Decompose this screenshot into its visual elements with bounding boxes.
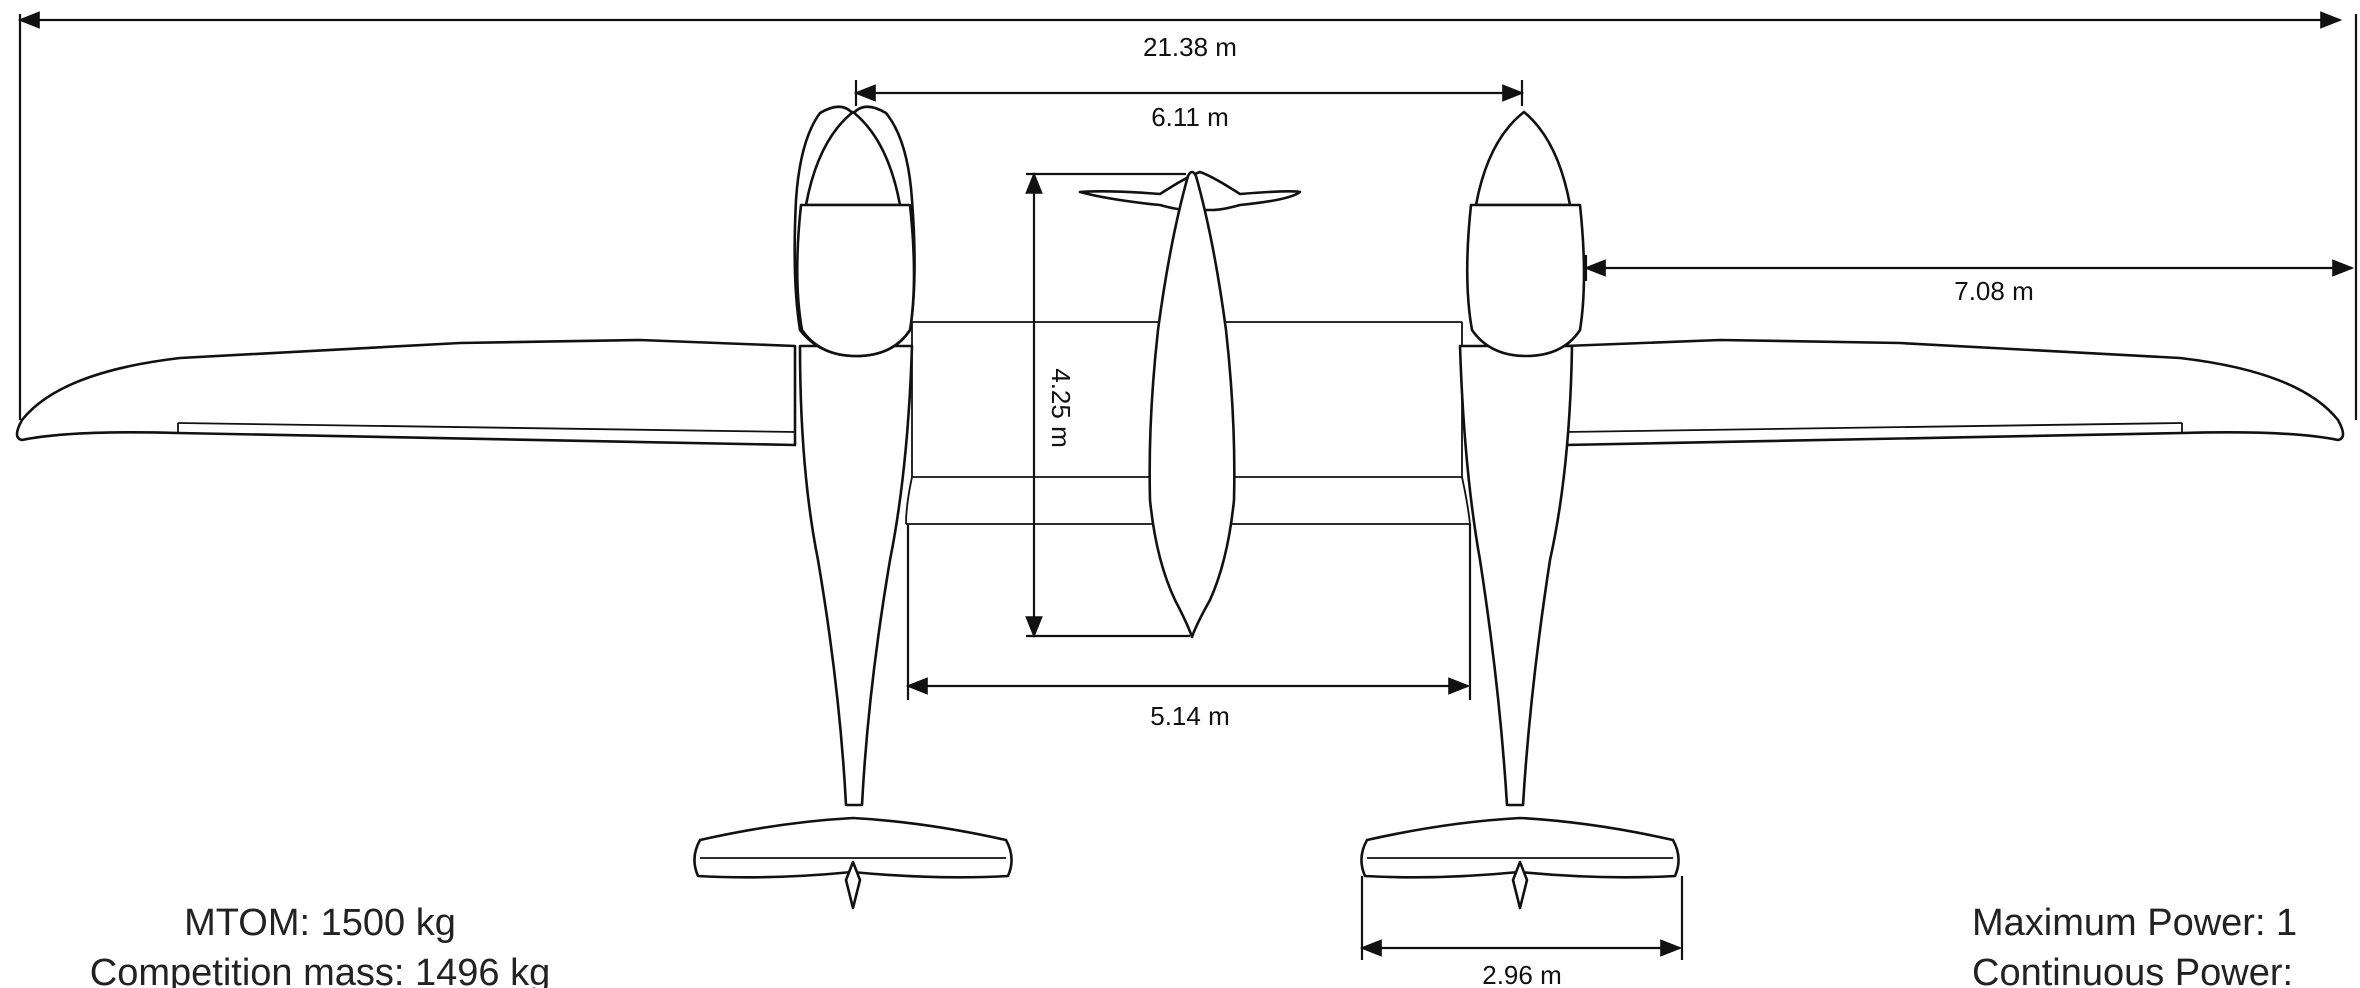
spec-left-line-2: Competition mass: 1496 kg <box>90 952 550 988</box>
spec-right-line-1: Maximum Power: 1 <box>1972 902 2297 944</box>
spec-right-line-2: Continuous Power: <box>1972 952 2293 988</box>
right-boom <box>1458 110 1586 807</box>
dim-label-center-length: 4.25 m <box>1046 368 1076 448</box>
dim-label-inner-span: 5.14 m <box>1150 701 1230 731</box>
dim-label-outer-wing: 7.08 m <box>1954 276 2034 306</box>
dim-label-tail-span: 2.96 m <box>1482 960 1562 988</box>
spec-left-line-1: MTOM: 1500 kg <box>184 902 456 944</box>
right-wing <box>1563 338 2345 447</box>
dim-label-span-total: 21.38 m <box>1143 32 1237 62</box>
left-boom <box>793 105 916 807</box>
left-wing <box>15 338 797 447</box>
right-tail <box>1360 816 1680 910</box>
center-fuselage <box>1078 170 1302 639</box>
left-tail <box>693 816 1013 910</box>
dim-label-nacelle-spacing: 6.11 m <box>1151 102 1229 132</box>
